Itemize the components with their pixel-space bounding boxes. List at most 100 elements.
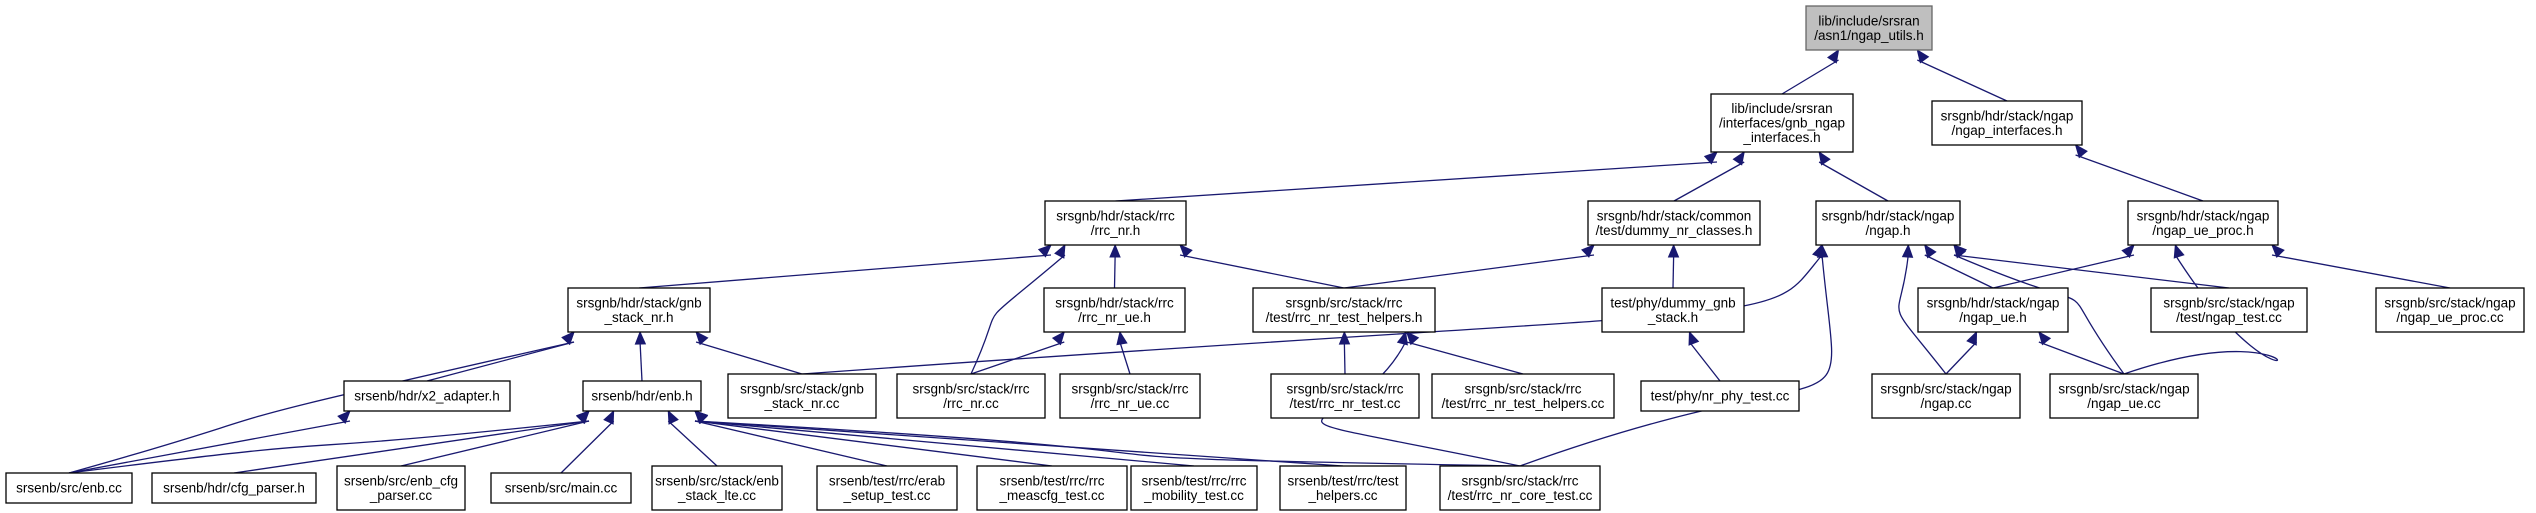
edge-arrowhead [1054,243,1066,259]
graph-edge-n4-to-n1 [1673,150,1745,202]
graph-node-n19[interactable]: srsgnb/src/stack/rrc/test/rrc_nr_test.cc [1270,373,1420,419]
graph-node-n5[interactable]: srsgnb/hdr/stack/ngap/ngap.h [1815,200,1961,246]
graph-node-n27[interactable]: srsenb/src/main.cc [490,472,632,504]
graph-node-n8[interactable]: srsgnb/hdr/stack/rrc/rrc_nr_ue.h [1043,287,1186,333]
edge-arrowhead [1732,150,1745,166]
node-box [1805,5,1933,51]
edge-line [1115,161,1718,202]
node-label: lib/include/srsran [1818,13,1919,28]
node-label: srsgnb/hdr/stack/rrc [1056,208,1175,223]
graph-node-n2[interactable]: srsgnb/hdr/stack/ngap/ngap_interfaces.h [1931,100,2083,146]
edge-line [426,341,575,382]
edge-line [1945,341,1978,375]
graph-edge-n28-to-n15 [667,409,718,467]
edge-arrowhead [695,331,709,346]
node-box [1917,287,2069,333]
graph-node-n20[interactable]: srsgnb/src/stack/rrc/test/rrc_nr_test_he… [1431,373,1615,419]
graph-edge-n23-to-n5 [1953,243,2125,375]
node-label: srsgnb/src/stack/rrc [1461,473,1578,488]
node-box [1270,373,1420,419]
graph-node-n6[interactable]: srsgnb/hdr/stack/ngap/ngap_ue_proc.h [2127,200,2279,246]
edge-line [1917,59,2008,102]
graph-node-n9[interactable]: srsgnb/src/stack/rrc/test/rrc_nr_test_he… [1252,287,1436,333]
edge-line [1924,254,1994,289]
graph-node-n16[interactable]: srsgnb/src/stack/gnb_stack_nr.cc [727,373,877,419]
graph-edge-n24-to-n7 [68,331,575,474]
node-box [1640,380,1800,412]
graph-node-n32[interactable]: srsenb/test/rrc/test_helpers.cc [1279,465,1407,511]
edge-line [695,341,803,375]
edge-arrowhead [1818,150,1831,166]
edge-arrowhead [1179,244,1193,259]
node-box [816,465,958,511]
edge-arrowhead [576,410,590,425]
graph-node-n30[interactable]: srsenb/test/rrc/rrc_meascfg_test.cc [976,465,1128,511]
edge-line [1343,254,1595,289]
graph-edge-n17-to-n3 [970,243,1066,375]
edge-arrowhead [1396,330,1408,346]
graph-node-n10[interactable]: test/phy/dummy_gnb_stack.h [1601,287,1745,333]
node-box [582,380,702,412]
node-box [1252,287,1436,333]
graph-edge-n17-to-n8 [970,330,1066,375]
graph-node-n17[interactable]: srsgnb/src/stack/rrc/rrc_nr.cc [896,373,1046,419]
node-label: srsenb/test/rrc/rrc [999,473,1104,488]
graph-node-n7[interactable]: srsgnb/hdr/stack/gnb_stack_nr.h [567,287,711,333]
graph-node-n14[interactable]: srsenb/hdr/x2_adapter.h [343,380,511,412]
graph-node-n33[interactable]: srsgnb/src/stack/rrc/test/rrc_nr_core_te… [1439,465,1601,511]
graph-node-n25[interactable]: srsenb/hdr/cfg_parser.h [151,472,317,504]
graph-edge-n20-to-n9 [1405,331,1524,375]
node-box [1815,200,1961,246]
graph-node-n3[interactable]: srsgnb/hdr/stack/rrc/rrc_nr.h [1044,200,1187,246]
graph-edge-n30-to-n15 [694,410,1053,467]
node-label: srsgnb/src/stack/rrc [1285,295,1402,310]
edge-line [694,420,1344,467]
edge-arrowhead [1116,330,1128,346]
graph-node-n24[interactable]: srsenb/src/enb.cc [5,472,133,504]
edge-line [970,254,1066,375]
graph-node-n15[interactable]: srsenb/hdr/enb.h [582,380,702,412]
edge-line [667,420,718,467]
graph-node-n12[interactable]: srsgnb/src/stack/ngap/test/ngap_test.cc [2150,287,2308,333]
node-label: /test/rrc_nr_test_helpers.h [1266,310,1423,325]
graph-node-n21[interactable]: test/phy/nr_phy_test.cc [1640,380,1800,412]
edge-line [400,420,590,467]
graph-edge-n9-to-n4 [1343,244,1595,289]
graph-node-n18[interactable]: srsgnb/src/stack/rrc/rrc_nr_ue.cc [1059,373,1201,419]
edge-arrowhead [561,331,575,346]
graph-node-n13[interactable]: srsgnb/src/stack/ngap/ngap_ue_proc.cc [2375,287,2525,333]
node-box [976,465,1128,511]
graph-nodes: lib/include/srsran/asn1/ngap_utils.hlib/… [5,5,2525,511]
graph-node-n26[interactable]: srsenb/src/enb_cfg_parser.cc [336,465,466,511]
graph-node-n23[interactable]: srsgnb/src/stack/ngap/ngap_ue.cc [2049,373,2199,419]
graph-edge-n22-to-n5 [1898,243,1947,375]
edge-arrowhead [1966,330,1978,346]
node-label: _setup_test.cc [842,488,930,503]
graph-node-n4[interactable]: srsgnb/hdr/stack/common/test/dummy_nr_cl… [1587,200,1761,246]
graph-node-n28[interactable]: srsenb/src/stack/enb_stack_lte.cc [651,465,783,511]
graph-node-n29[interactable]: srsenb/test/rrc/erab_setup_test.cc [816,465,958,511]
node-label: /ngap_ue.cc [2087,396,2161,411]
node-box [490,472,632,504]
edge-arrowhead [1916,48,1930,64]
node-box [1601,287,1745,333]
graph-edge-n23-to-n11 [2038,330,2125,375]
graph-node-n11[interactable]: srsgnb/hdr/stack/ngap/ngap_ue.h [1917,287,2069,333]
graph-edge-n21-to-n10 [1688,330,1721,382]
node-box [1871,373,2021,419]
graph-edge-n19-to-n9 [1338,330,1351,375]
edge-line [1343,341,1346,375]
graph-node-n31[interactable]: srsenb/test/rrc/rrc_mobility_test.cc [1130,465,1258,511]
node-box [2375,287,2525,333]
graph-node-n22[interactable]: srsgnb/src/stack/ngap/ngap.cc [1871,373,2021,419]
edge-arrowhead [2121,244,2135,259]
node-label: srsenb/hdr/cfg_parser.h [163,481,305,496]
node-label: srsenb/hdr/enb.h [591,389,692,404]
node-box [151,472,317,504]
graph-node-n1[interactable]: lib/include/srsran/interfaces/gnb_ngap_i… [1710,93,1854,153]
node-label: _meascfg_test.cc [998,488,1104,503]
node-label: /ngap_ue.h [1959,310,2027,325]
edge-arrowhead [1667,243,1680,258]
edge-line [1992,254,2135,289]
node-box [343,380,511,412]
